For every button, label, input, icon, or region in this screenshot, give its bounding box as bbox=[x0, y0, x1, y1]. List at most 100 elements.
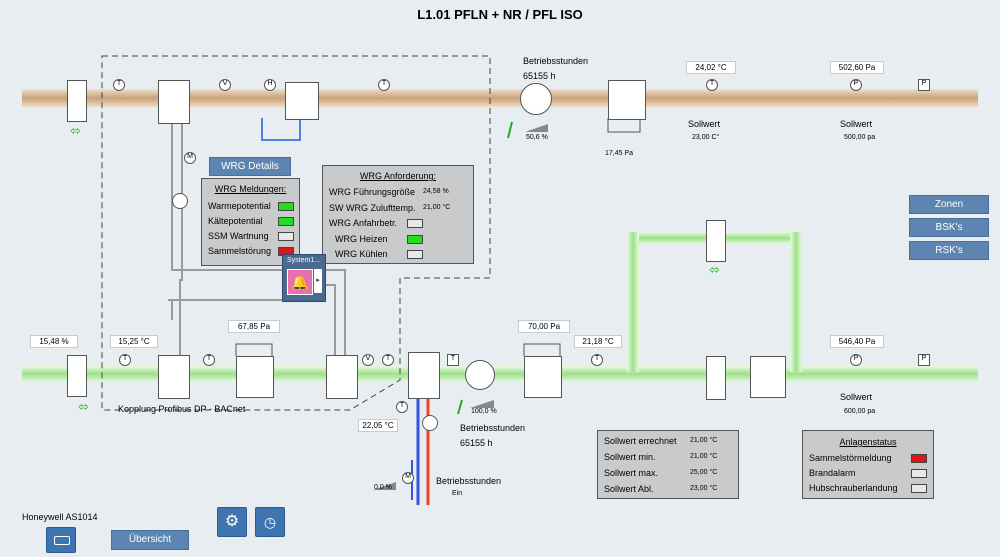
anlagenstatus-row: Hubschrauberlandung bbox=[809, 483, 898, 493]
fan-supply[interactable] bbox=[465, 360, 495, 390]
wrg-anforderung-header: WRG Anforderung: bbox=[359, 171, 437, 181]
fan-exhaust[interactable] bbox=[520, 83, 552, 115]
pressure-value-top: 502,60 Pa bbox=[830, 61, 884, 74]
chevron-right-icon[interactable]: ▸ bbox=[314, 269, 322, 293]
filter-pressure-bottom-2: 70,00 Pa bbox=[518, 320, 570, 333]
status-indicator bbox=[278, 202, 294, 211]
silencer[interactable] bbox=[706, 356, 726, 400]
arrow-lr-icon: ⬄ bbox=[70, 123, 81, 138]
sollwert-table: Sollwert errechnet 21,00 °C Sollwert min… bbox=[597, 430, 739, 499]
betriebsstunden-value-bottom: 65155 h bbox=[460, 438, 493, 448]
sensor-t-8[interactable]: T bbox=[591, 354, 603, 366]
sensor-p-3[interactable]: P bbox=[850, 354, 862, 366]
sensor-t-6[interactable]: T bbox=[382, 354, 394, 366]
sollwert-temp-value: 23,00 C° bbox=[692, 134, 720, 141]
overview-button[interactable]: Übersicht bbox=[111, 530, 189, 550]
filter-bottom-2[interactable] bbox=[524, 356, 562, 398]
sensor-t-4[interactable]: T bbox=[119, 354, 131, 366]
sollwert-label-bottom: Sollwert bbox=[840, 392, 873, 402]
wrg-exchanger[interactable] bbox=[285, 82, 319, 120]
pressure-value-bottom: 546,40 Pa bbox=[830, 335, 884, 348]
nav-button-zonen[interactable]: Zonen bbox=[909, 195, 989, 214]
sensor-p-4[interactable]: P bbox=[918, 354, 930, 366]
sollwert-temp-label: Sollwert bbox=[688, 119, 721, 129]
heater-coil[interactable] bbox=[408, 352, 440, 399]
filter-pressure-top: 17,45 Pa bbox=[605, 150, 634, 157]
sollwert-pa-value: 500,00 pa bbox=[844, 134, 876, 141]
schedule-icon[interactable]: ◷ bbox=[255, 507, 285, 537]
heater-temp: 22,05 °C bbox=[358, 419, 398, 432]
bell-icon[interactable]: 🔔 bbox=[287, 269, 313, 295]
heat-recovery-bottom[interactable] bbox=[158, 355, 190, 399]
pump-betriebsstunden-label: Betriebsstunden bbox=[436, 476, 502, 486]
sensor-t-5[interactable]: T bbox=[203, 354, 215, 366]
wrg-details-button[interactable]: WRG Details bbox=[209, 157, 291, 176]
filter-bottom-1[interactable] bbox=[236, 356, 274, 398]
alarm-popup-title: System1... bbox=[287, 257, 321, 264]
pump-heater[interactable] bbox=[422, 415, 438, 431]
alarm-popup[interactable]: System1... 🔔 ▸ bbox=[282, 254, 326, 302]
motor-valve[interactable]: M bbox=[184, 152, 196, 164]
sollwert-row-value: 23,00 °C bbox=[690, 485, 718, 492]
sensor-t-3[interactable]: T bbox=[706, 79, 718, 91]
outside-temp: 15,25 °C bbox=[110, 335, 158, 348]
sollwert-row-label: Sollwert errechnet bbox=[604, 436, 677, 446]
anlagenstatus-panel: Anlagenstatus Sammelstörmeldung Brandala… bbox=[802, 430, 934, 499]
motor-heater-valve[interactable]: M bbox=[402, 472, 414, 484]
settings-icon[interactable]: ⚙ bbox=[217, 507, 247, 537]
wrg-anforderung-label: WRG Kühlen bbox=[335, 249, 388, 259]
nav-button-rsk[interactable]: RSK's bbox=[909, 241, 989, 260]
outside-humidity: 15,48 % bbox=[30, 335, 78, 348]
coupling-label: Kopplung Profibus DP - BACnet bbox=[118, 404, 246, 414]
status-indicator bbox=[278, 217, 294, 226]
damper-outside-top[interactable] bbox=[67, 80, 87, 122]
sensor-p-2[interactable]: P bbox=[918, 79, 930, 91]
sensor-h-1[interactable]: H bbox=[264, 79, 276, 91]
wrg-meldung-row: Warmepotential bbox=[208, 201, 271, 211]
controller-icon[interactable] bbox=[46, 527, 76, 553]
filter-bottom-3[interactable] bbox=[750, 356, 786, 398]
betriebsstunden-label-top: Betriebsstunden bbox=[523, 56, 589, 66]
wrg-meldung-row: Sammelstörung bbox=[208, 246, 272, 256]
anlagenstatus-row: Sammelstörmeldung bbox=[809, 453, 892, 463]
sollwert-value-bottom: 600,00 pa bbox=[844, 408, 876, 415]
sensor-v-2[interactable]: V bbox=[362, 354, 374, 366]
sollwert-row-label: Sollwert min. bbox=[604, 452, 656, 462]
betriebsstunden-value-top: 65155 h bbox=[523, 71, 556, 81]
sensor-v-1[interactable]: V bbox=[219, 79, 231, 91]
damper-bypass[interactable] bbox=[706, 220, 726, 262]
wrg-meldung-row: Kältepotential bbox=[208, 216, 263, 226]
temp-after: 21,18 °C bbox=[574, 335, 622, 348]
fan-percent-top: 50,6 % bbox=[526, 134, 548, 141]
anlagenstatus-row: Brandalarm bbox=[809, 468, 856, 478]
sensor-t-2[interactable]: T bbox=[378, 79, 390, 91]
anlagenstatus-header: Anlagenstatus bbox=[839, 437, 897, 447]
wrg-anforderung-label: WRG Heizen bbox=[335, 234, 388, 244]
nav-button-bsk[interactable]: BSK's bbox=[909, 218, 989, 237]
status-indicator bbox=[407, 250, 423, 259]
heat-recovery-top[interactable] bbox=[158, 80, 190, 124]
sensor-t-1[interactable]: T bbox=[113, 79, 125, 91]
heat-recovery-mid[interactable] bbox=[326, 355, 358, 399]
wrg-anforderung-label: SW WRG Zulufttemp. bbox=[329, 203, 416, 213]
sollwert-row-label: Sollwert Abl. bbox=[604, 484, 654, 494]
wrg-meldung-row: SSM Wartnung bbox=[208, 231, 269, 241]
sensor-t-9[interactable]: T bbox=[396, 401, 408, 413]
status-indicator bbox=[407, 219, 423, 228]
sensor-t-7[interactable]: T bbox=[447, 354, 459, 366]
sollwert-row-value: 21,00 °C bbox=[690, 437, 718, 444]
wrg-meldungen-header: WRG Meldungen: bbox=[214, 184, 287, 194]
pump-wrg[interactable] bbox=[172, 193, 188, 209]
damper-outside-bottom[interactable] bbox=[67, 355, 87, 397]
temp-value-top: 24,02 °C bbox=[686, 61, 736, 74]
betriebsstunden-label-bottom: Betriebsstunden bbox=[460, 423, 526, 433]
status-indicator bbox=[278, 232, 294, 241]
wrg-anforderung-label: WRG Anfahrbetr. bbox=[329, 218, 398, 228]
sollwert-row-label: Sollwert max. bbox=[604, 468, 659, 478]
wrg-anforderung-panel: WRG Anforderung: WRG Führungsgröße 24,58… bbox=[322, 165, 474, 264]
filter-pressure-bottom-1: 67,85 Pa bbox=[228, 320, 280, 333]
pump-state: Ein bbox=[452, 490, 463, 497]
filter-top[interactable] bbox=[608, 80, 646, 120]
sensor-p-1[interactable]: P bbox=[850, 79, 862, 91]
status-indicator bbox=[911, 469, 927, 478]
